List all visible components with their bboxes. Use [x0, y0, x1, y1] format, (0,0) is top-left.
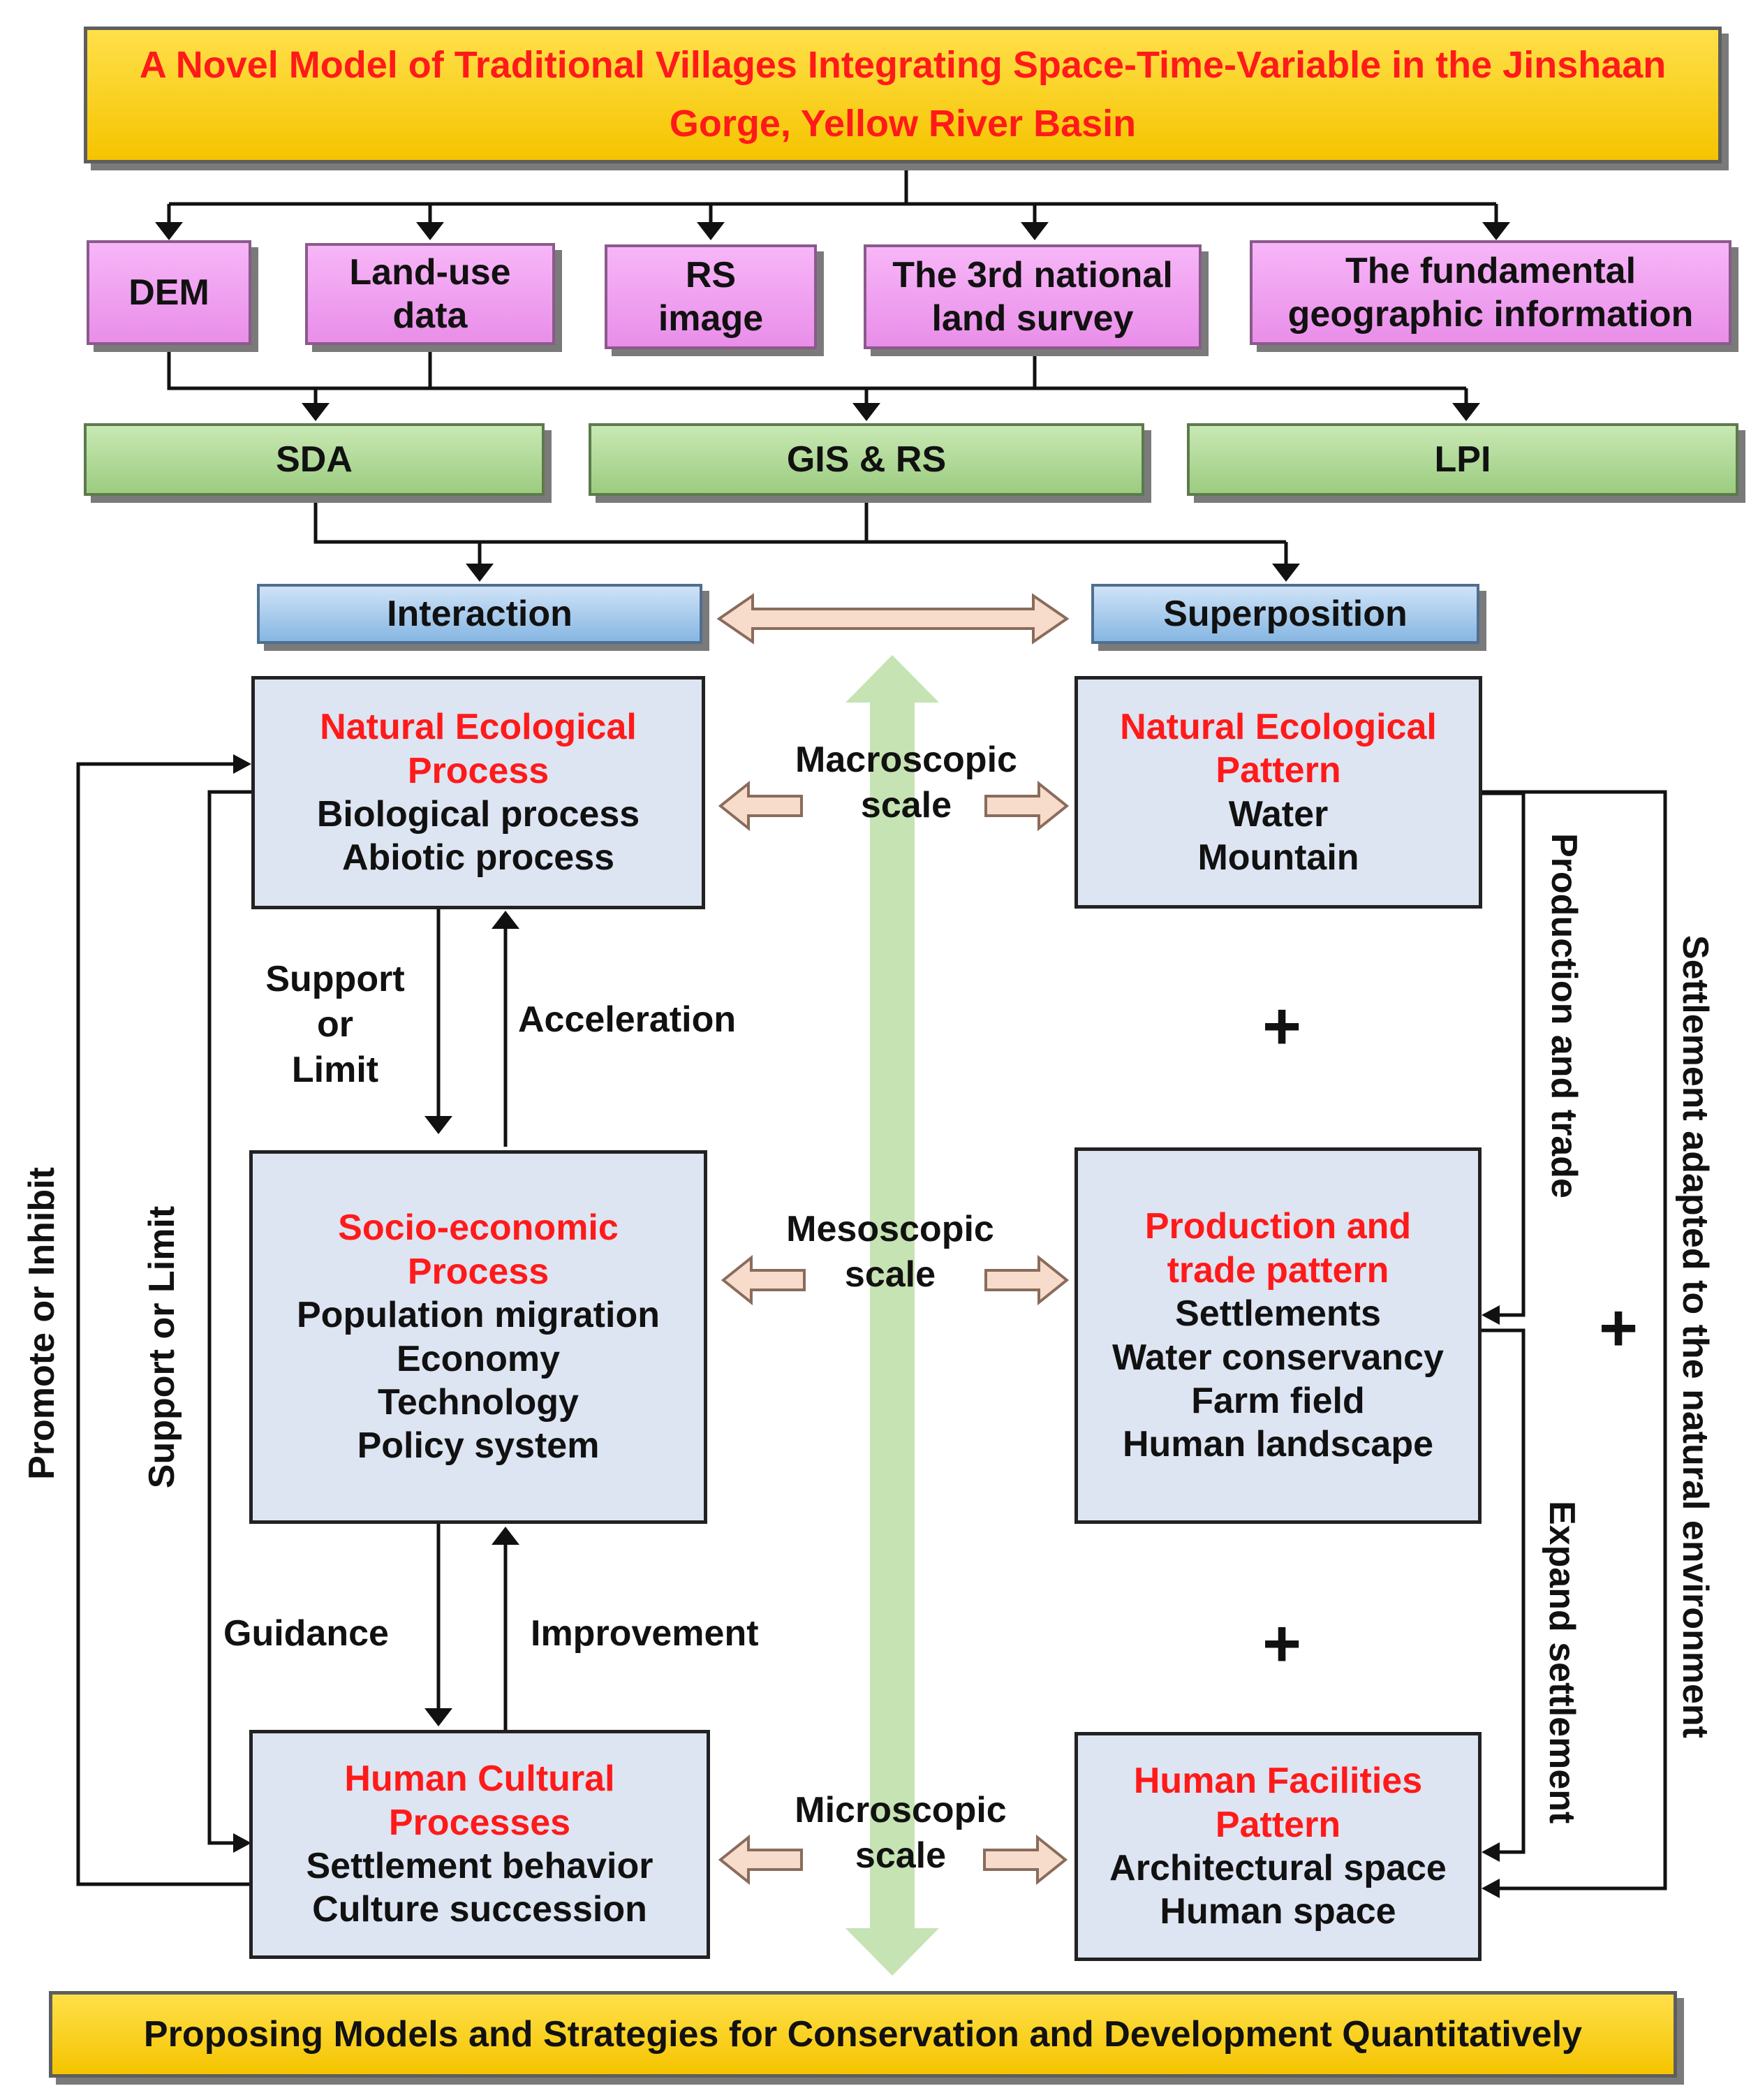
arrow-heads	[155, 222, 1510, 1898]
footer-banner: Proposing Models and Strategies for Cons…	[49, 1991, 1677, 2078]
plus-icon: +	[1262, 989, 1302, 1064]
box-item: Population migration	[297, 1295, 660, 1336]
improvement-label: Improvement	[531, 1613, 759, 1654]
support-or-limit-label: Support or Limit	[265, 959, 405, 1090]
source-land-use-data: Land-use data	[305, 243, 555, 345]
box-item: Water conservancy	[1112, 1337, 1444, 1378]
expand-settlement-label: Expand settlement	[1542, 1501, 1582, 1824]
plus-icon: +	[1262, 1606, 1302, 1681]
natural-ecological-pattern-box: Natural Ecological Pattern Water Mountai…	[1074, 676, 1482, 909]
scale-label-meso: Mesoscopic scale	[786, 1209, 994, 1295]
source-rs-image: RS image	[605, 244, 817, 349]
mode-superposition: Superposition	[1091, 584, 1479, 644]
plus-icon: +	[1599, 1291, 1639, 1365]
method-gis-rs: GIS & RS	[589, 423, 1144, 496]
box-title: Pattern	[1216, 750, 1341, 791]
box-item: Human space	[1160, 1891, 1396, 1932]
human-cultural-processes-box: Human Cultural Processes Settlement beha…	[249, 1730, 710, 1959]
box-item: Biological process	[316, 794, 640, 835]
method-sda: SDA	[84, 423, 545, 496]
box-title: Process	[407, 1251, 549, 1292]
human-facilities-pattern-box: Human Facilities Pattern Architectural s…	[1074, 1732, 1482, 1961]
footer-text: Proposing Models and Strategies for Cons…	[143, 2013, 1583, 2055]
box-title: Pattern	[1215, 1804, 1341, 1845]
box-title: trade pattern	[1167, 1249, 1389, 1291]
box-item: Human landscape	[1122, 1424, 1434, 1465]
scale-label-micro: Microscopic scale	[795, 1790, 1007, 1876]
acceleration-label: Acceleration	[518, 999, 737, 1040]
box-title: Production and	[1144, 1206, 1412, 1247]
socio-economic-process-box: Socio-economic Process Population migrat…	[249, 1150, 707, 1524]
box-title: Process	[407, 750, 549, 791]
promote-or-inhibit-label: Promote or Inhibit	[22, 1167, 62, 1480]
natural-ecological-process-box: Natural Ecological Process Biological pr…	[251, 676, 705, 909]
title-banner: A Novel Model of Traditional Villages In…	[84, 27, 1722, 163]
box-item: Water	[1228, 793, 1329, 835]
box-item: Abiotic process	[341, 837, 615, 879]
box-item: Farm field	[1191, 1380, 1365, 1421]
mode-double-arrow	[716, 593, 1070, 645]
mode-interaction: Interaction	[257, 584, 702, 644]
box-item: Policy system	[357, 1425, 600, 1467]
scale-side-arrows	[718, 780, 1070, 1886]
box-item: Mountain	[1197, 837, 1359, 878]
box-item: Settlements	[1175, 1293, 1381, 1335]
scale-label-macro: Macroscopic scale	[795, 740, 1017, 825]
box-title: Natural Ecological	[1120, 706, 1437, 747]
production-trade-pattern-box: Production and trade pattern Settlements…	[1074, 1147, 1482, 1524]
box-item: Architectural space	[1109, 1848, 1447, 1888]
box-title: Natural Ecological	[320, 707, 637, 748]
box-item: Settlement behavior	[306, 1846, 653, 1886]
method-lpi: LPI	[1187, 423, 1738, 496]
title-text: A Novel Model of Traditional Villages In…	[139, 44, 1667, 145]
box-item: Culture succession	[312, 1889, 647, 1930]
box-title: Socio-economic	[338, 1207, 619, 1249]
source-geographic-information: The fundamental geographic information	[1250, 240, 1731, 345]
box-title: Processes	[388, 1802, 571, 1843]
box-item: Technology	[378, 1381, 579, 1423]
scale-arrow	[845, 655, 939, 1976]
source-dem: DEM	[87, 240, 251, 345]
box-title: Human Facilities	[1133, 1761, 1423, 1802]
settlement-adapted-label: Settlement adapted to the natural enviro…	[1675, 935, 1715, 1738]
guidance-label: Guidance	[223, 1613, 389, 1654]
source-national-land-survey: The 3rd national land survey	[864, 244, 1202, 349]
box-item: Economy	[396, 1338, 561, 1379]
box-title: Human Cultural	[344, 1758, 615, 1800]
production-and-trade-label: Production and trade	[1544, 833, 1584, 1198]
support-or-limit-vertical-label: Support or Limit	[142, 1205, 182, 1489]
